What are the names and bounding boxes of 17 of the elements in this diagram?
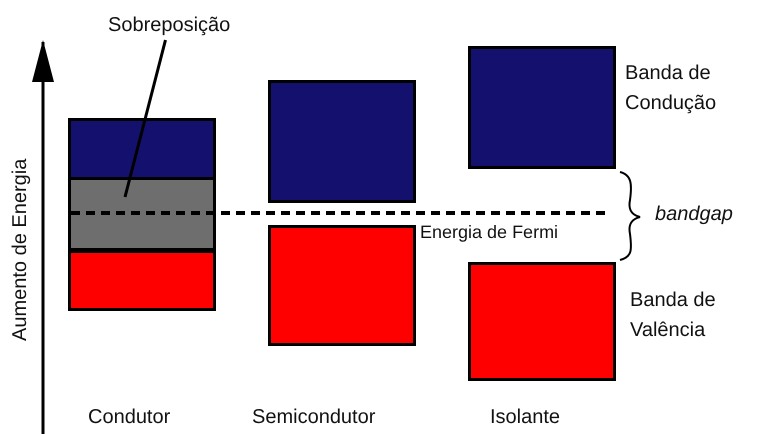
valence-band <box>468 262 616 381</box>
gap-label: bandgap <box>655 202 733 227</box>
callout-label: Sobreposição <box>108 10 230 40</box>
leader-line <box>124 40 167 198</box>
valence-band <box>68 250 216 311</box>
valence-band <box>268 225 416 346</box>
column-label: Isolante <box>490 405 560 430</box>
column-label: Condutor <box>88 405 170 430</box>
band-label: Banda de Valência <box>630 288 717 343</box>
conduction-band <box>468 46 616 169</box>
conduction-band <box>268 80 416 203</box>
fermi-level-label: Energia de Fermi <box>420 221 558 244</box>
column-label: Semicondutor <box>252 405 376 430</box>
band-label: Banda de Condução <box>625 61 718 116</box>
conduction-band <box>68 118 216 180</box>
overlap-band <box>68 177 216 251</box>
axis-label: Aumento de Energia <box>8 158 32 344</box>
